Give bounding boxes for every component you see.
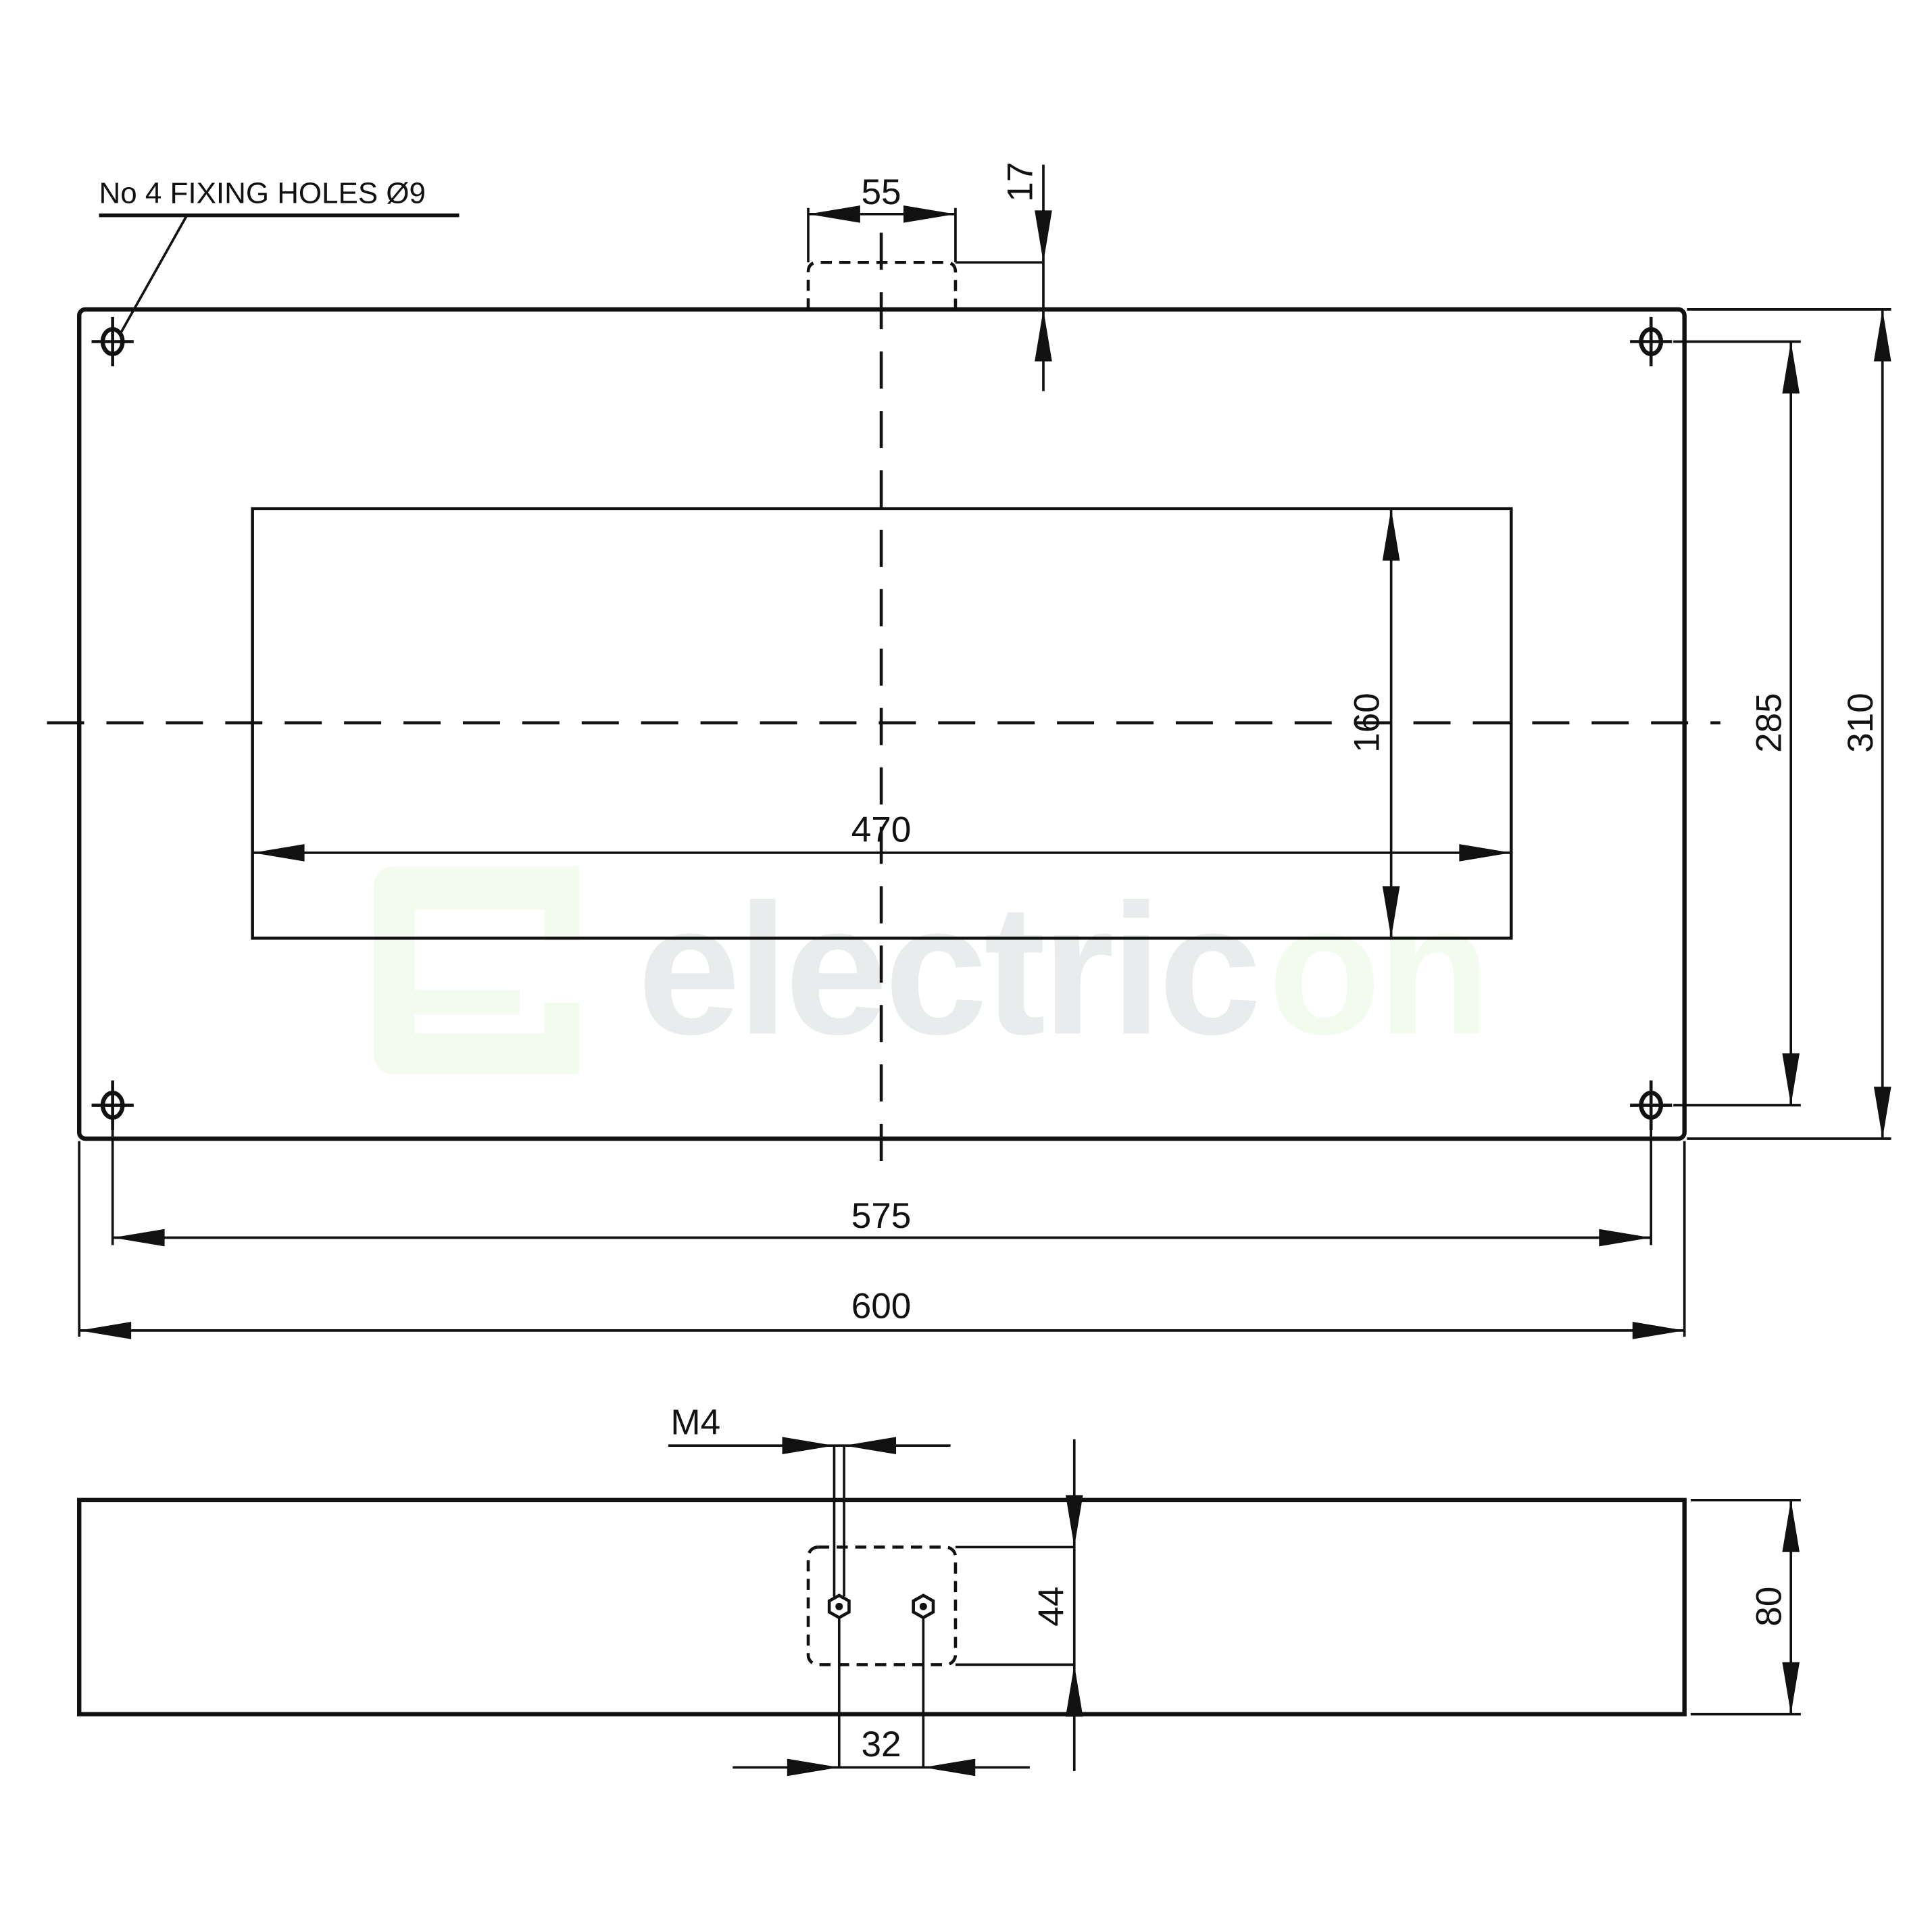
dim-44-text: 44 (1031, 1587, 1071, 1627)
fixing-hole-icon (91, 316, 134, 367)
dim-55-text: 55 (862, 172, 901, 212)
dimension-arrowhead (903, 205, 956, 223)
dim-470-text: 470 (851, 810, 912, 849)
fixing-hole-icon (91, 1080, 134, 1131)
terminal-nut-center (919, 1602, 927, 1610)
side-view: 44 M4 32 80 (77, 1403, 1801, 1771)
dim-285-text: 285 (1750, 693, 1789, 753)
m4-label: M4 (670, 1403, 720, 1443)
dimension-arrowhead (1382, 886, 1400, 939)
dimension-arrowhead (844, 1437, 897, 1455)
front-view: No 4 FIXING HOLES Ø9 55 17 160 470 285 3… (47, 162, 1891, 1337)
side-outline (77, 1497, 1687, 1716)
dimension-arrowhead (252, 844, 305, 862)
watermark-text-accent: on (1268, 866, 1487, 1073)
terminal-nut-center (835, 1602, 843, 1610)
watermark-text: electric (637, 866, 1258, 1073)
fixing-hole-icon (1630, 1080, 1673, 1131)
dimension-arrowhead (1782, 1662, 1800, 1714)
dimension-arrows (79, 205, 1891, 1777)
dimension-arrowhead (1382, 508, 1400, 561)
dim-160-text: 160 (1347, 693, 1387, 753)
dimension-arrowhead (79, 1322, 132, 1339)
dim-17-text: 17 (1000, 162, 1040, 202)
callout-leader (119, 214, 189, 335)
terminal-box-hidden (806, 1545, 958, 1666)
dimension-arrowhead (1873, 1087, 1891, 1139)
top-tab-hidden (806, 260, 958, 309)
fixing-holes (91, 316, 1673, 1131)
fixing-holes-label: No 4 FIXING HOLES Ø9 (99, 176, 426, 209)
dimension-arrowhead (1065, 1664, 1083, 1717)
fixing-hole-icon (1630, 316, 1673, 367)
dim-600-text: 600 (851, 1287, 912, 1327)
dimension-arrowhead (808, 205, 860, 223)
dimension-arrowhead (1065, 1495, 1083, 1547)
watermark-logo: electric on (374, 866, 1491, 1074)
dimension-arrowhead (1782, 1500, 1800, 1552)
dimension-arrowhead (1459, 844, 1512, 862)
dimension-arrowhead (112, 1229, 165, 1247)
dimension-arrowhead (1782, 341, 1800, 394)
dimension-arrowhead (923, 1758, 976, 1777)
dimension-arrowhead (1873, 309, 1891, 362)
dimension-arrowhead (782, 1437, 835, 1455)
dimension-arrowhead (1035, 210, 1052, 263)
watermark-e-icon (374, 866, 580, 1074)
dimension-arrowhead (1599, 1229, 1652, 1247)
dimension-arrowhead (1782, 1053, 1800, 1106)
dimension-arrowhead (1632, 1322, 1685, 1339)
dimension-arrowhead (787, 1758, 839, 1777)
dimension-arrowhead (1035, 309, 1052, 362)
dim-575-text: 575 (851, 1196, 912, 1236)
dim-310-text: 310 (1841, 693, 1881, 753)
dim-80-text: 80 (1750, 1587, 1789, 1627)
dim-32-text: 32 (862, 1725, 901, 1764)
